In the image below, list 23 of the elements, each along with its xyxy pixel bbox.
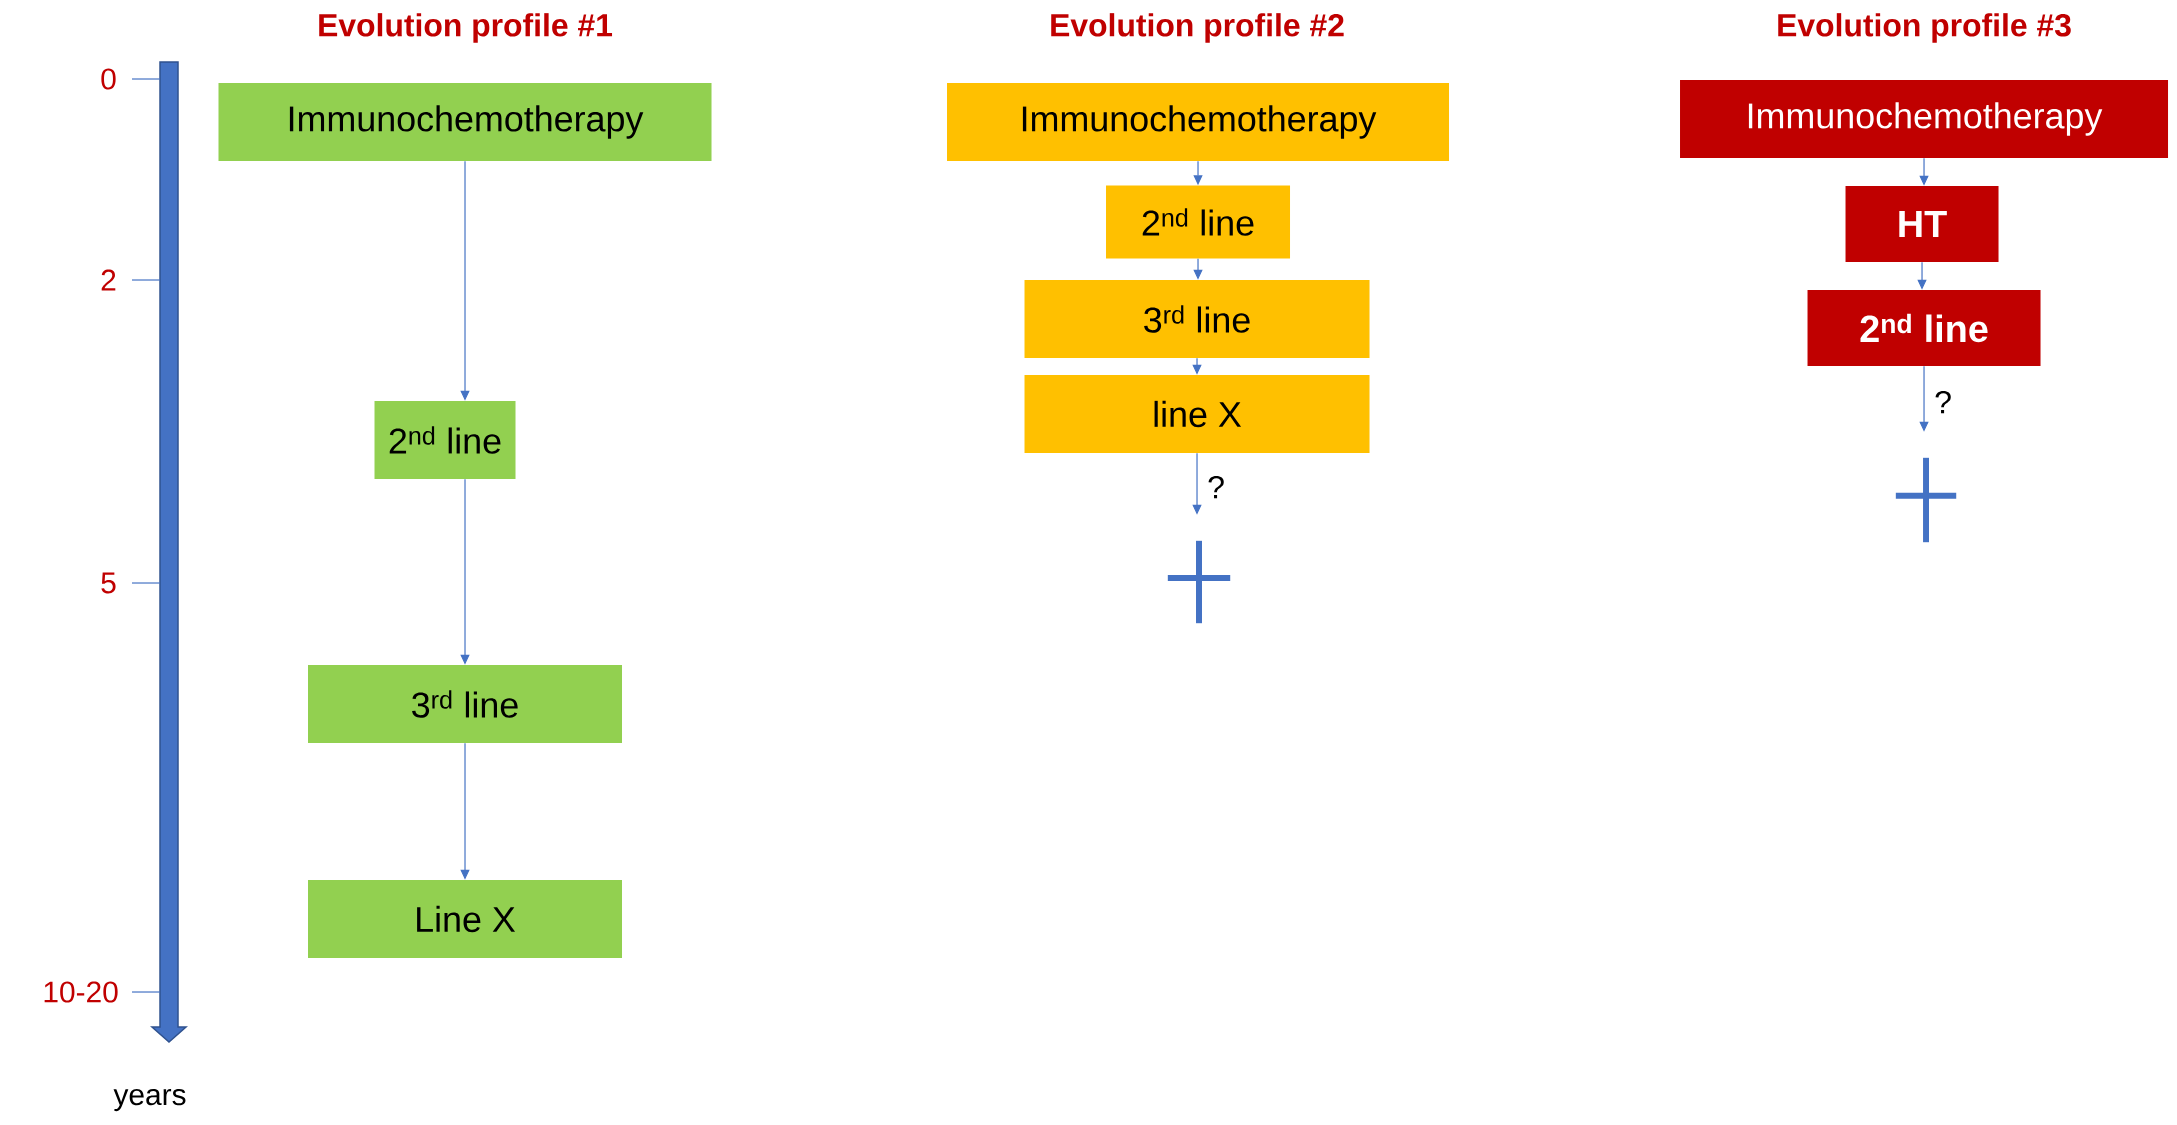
step-box: 2$^{nd}$ line: [374, 401, 516, 479]
tick-label: 5: [101, 572, 116, 594]
tick-label: 2: [101, 269, 116, 291]
step-box: 2$^{nd}$ line: [1106, 185, 1290, 259]
step-box: Line X: [308, 880, 622, 958]
step-box: Immunochemotherapy: [1680, 80, 2169, 158]
tick-label: 10-20: [44, 981, 118, 1003]
step-box: 3$^{rd}$ line: [1024, 280, 1370, 358]
heading: Evolution profile #2: [1051, 13, 1344, 43]
cross-symbol: [1895, 457, 1957, 543]
heading: Evolution profile #1: [319, 13, 613, 43]
step-box: Immunochemotherapy: [947, 83, 1449, 161]
step-box: line X: [1024, 375, 1370, 453]
heading: Evolution profile #3: [1778, 13, 2071, 43]
cross-symbol: [1167, 540, 1231, 624]
tick-label: 0: [101, 68, 116, 90]
step-box: HT: [1845, 186, 1999, 262]
step-box: 2$^{nd}$ line: [1807, 290, 2041, 366]
edge-label: ?: [1205, 473, 1227, 501]
step-box: 3$^{rd}$ line: [308, 665, 622, 743]
axis-title: years: [113, 1088, 186, 1112]
step-box: Immunochemotherapy: [218, 83, 712, 161]
edge-label: ?: [1932, 388, 1954, 416]
